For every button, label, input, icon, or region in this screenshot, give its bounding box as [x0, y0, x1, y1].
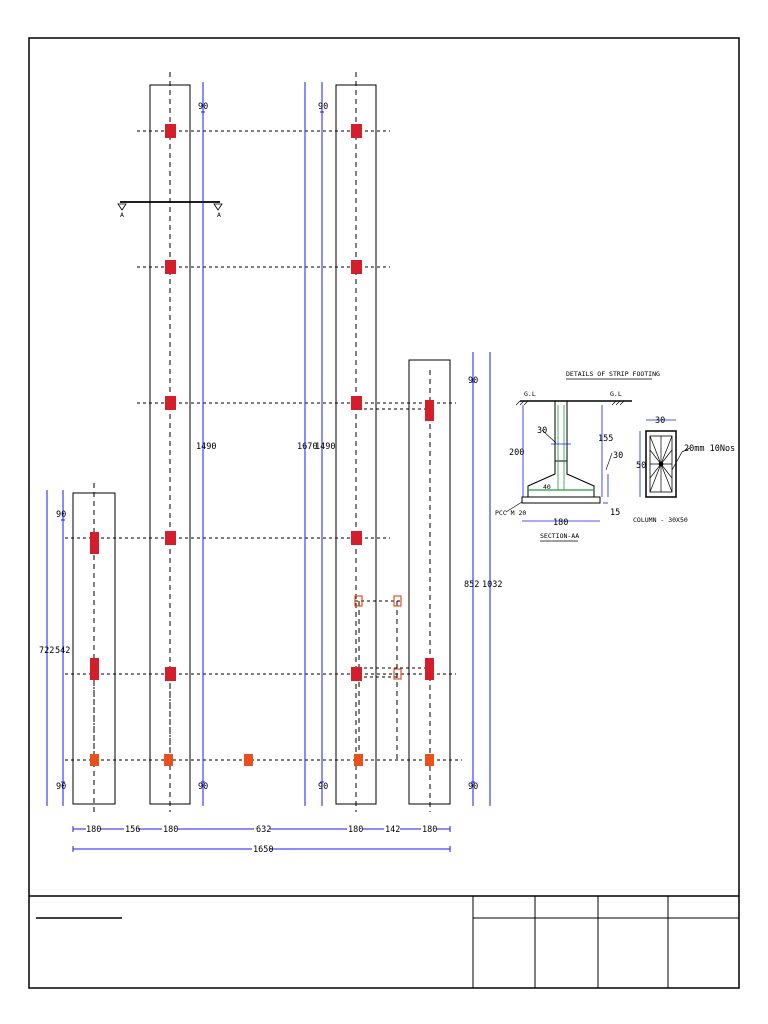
column: [351, 531, 362, 545]
dim-1670: 1670: [297, 442, 317, 452]
dim-overall: 1650: [253, 845, 273, 855]
dim-155: 155: [598, 434, 613, 444]
dim-180: 180: [553, 518, 568, 528]
dim-30: 30: [613, 451, 623, 461]
column: [354, 754, 363, 766]
dim-90: 90: [468, 376, 478, 386]
dim-180: 180: [422, 825, 437, 835]
column: [165, 531, 176, 545]
dim-852: 852: [464, 580, 479, 590]
foundation-plan: A A: [39, 72, 502, 855]
column: [351, 396, 362, 410]
dim-1032: 1032: [482, 580, 502, 590]
columns: [90, 124, 434, 681]
gl-right: G.L: [610, 390, 622, 398]
column: [351, 667, 362, 681]
dim-90: 90: [56, 510, 66, 520]
column-outline: [645, 430, 677, 498]
column: [90, 532, 99, 554]
dim-30: 30: [537, 426, 547, 436]
column: [165, 260, 176, 274]
column: [393, 595, 402, 607]
dim-180: 180: [163, 825, 178, 835]
column: [425, 754, 434, 766]
column-stem: [554, 400, 568, 462]
pcc-label: PCC M 20: [495, 509, 526, 517]
title-block: [29, 895, 739, 988]
column: [393, 668, 402, 680]
footing-outline: [527, 461, 595, 497]
dim-632: 632: [256, 825, 271, 835]
column: [165, 396, 176, 410]
gl-left: G.L: [524, 390, 536, 398]
column-label: COLUMN - 30X50: [633, 516, 688, 524]
column: [164, 754, 173, 766]
column: [425, 658, 434, 680]
column: [165, 667, 176, 681]
column: [90, 754, 99, 766]
section-mark-right: A: [217, 211, 221, 219]
dim-722: 722: [39, 646, 54, 656]
vertical-dimension-lines: [46, 82, 491, 806]
pcc-bed: [521, 496, 601, 504]
dim-90: 90: [318, 782, 328, 792]
dim-1490: 1490: [315, 442, 335, 452]
dim-180: 180: [348, 825, 363, 835]
column: [244, 754, 253, 766]
column: [90, 658, 99, 680]
bars-label: 20mm 10Nos: [684, 444, 735, 454]
small-columns: [90, 754, 434, 766]
section-mark-left: A: [120, 211, 124, 219]
horizontal-dimension-lines: [72, 826, 451, 852]
column: [351, 260, 362, 274]
dim-90: 90: [468, 782, 478, 792]
center-lines: [93, 72, 431, 812]
sheet-border: [28, 37, 740, 989]
dim-1490: 1490: [196, 442, 216, 452]
column: [425, 400, 434, 421]
dim-200: 200: [509, 448, 524, 458]
dim-30: 30: [655, 416, 665, 426]
column-detail: 30 50 20mm 10Nos COLUMN - 30X50: [633, 416, 735, 524]
dim-90: 90: [198, 102, 208, 112]
column: [165, 124, 176, 138]
detail-title: DETAILS OF STRIP FOOTING: [566, 370, 660, 378]
dim-90: 90: [318, 102, 328, 112]
dim-15: 15: [610, 508, 620, 518]
column-bars: [649, 435, 673, 493]
dim-180: 180: [86, 825, 101, 835]
dim-142: 142: [385, 825, 400, 835]
dim-90: 90: [56, 782, 66, 792]
section-aa-label: SECTION-AA: [540, 532, 579, 540]
grid-lines: [65, 130, 462, 761]
dim-40: 40: [543, 483, 551, 491]
column: [351, 124, 362, 138]
dim-50: 50: [636, 461, 646, 471]
dim-90: 90: [198, 782, 208, 792]
column: [354, 595, 363, 607]
dim-156: 156: [125, 825, 140, 835]
dim-542: 542: [55, 646, 70, 656]
stub-columns: [354, 595, 402, 680]
strip-footing-detail: DETAILS OF STRIP FOOTING G.L G.L 40: [495, 370, 660, 542]
